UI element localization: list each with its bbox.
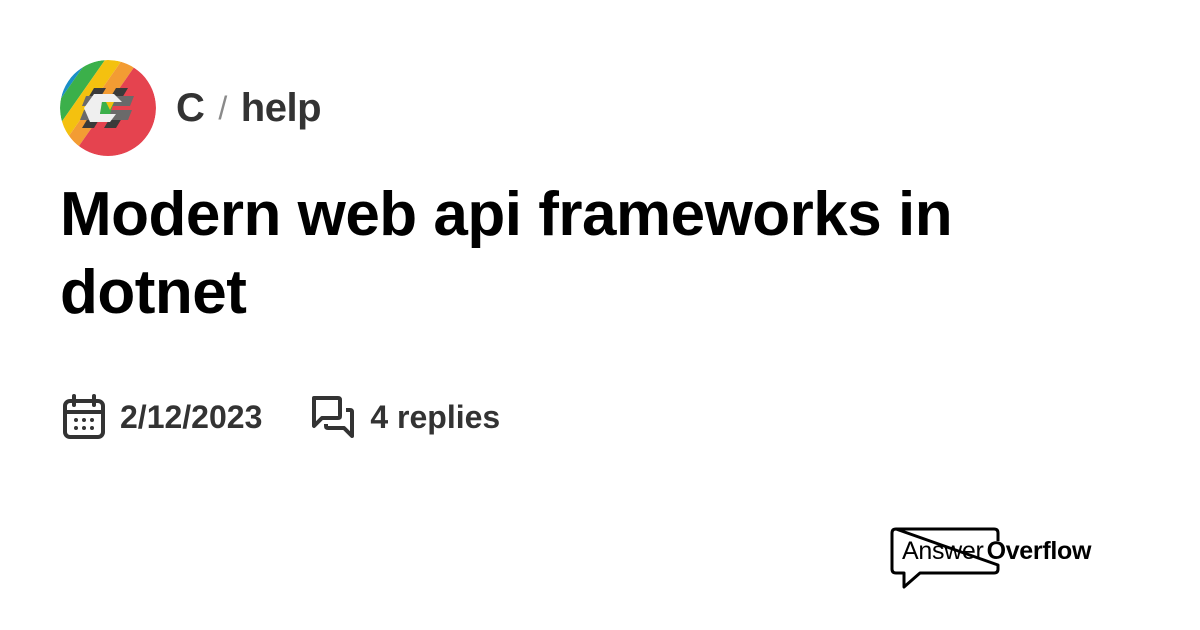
date-label: 2/12/2023 bbox=[120, 398, 263, 435]
post-meta: 2/12/2023 4 replies bbox=[62, 394, 500, 440]
chat-bubbles-icon bbox=[312, 396, 355, 438]
server-name[interactable]: C bbox=[176, 85, 205, 130]
answeroverflow-logo[interactable]: Answer Overflow bbox=[890, 527, 1120, 591]
header: C / help bbox=[60, 60, 322, 156]
channel-name[interactable]: help bbox=[240, 85, 322, 130]
server-avatar[interactable] bbox=[60, 60, 156, 156]
page-title: Modern web api frameworks in dotnet bbox=[60, 180, 953, 327]
breadcrumb: C / help bbox=[176, 85, 322, 131]
csharp-logo-icon bbox=[60, 60, 156, 156]
calendar-icon bbox=[63, 394, 105, 439]
post-date: 2/12/2023 bbox=[62, 394, 262, 440]
replies-label: 4 replies bbox=[370, 398, 501, 435]
brand-overflow: Overflow bbox=[986, 537, 1092, 565]
breadcrumb-separator: / bbox=[218, 89, 227, 126]
speech-bubble-icon bbox=[890, 527, 1000, 589]
reply-count: 4 replies bbox=[310, 394, 500, 440]
brand-answer: Answer bbox=[902, 537, 984, 565]
